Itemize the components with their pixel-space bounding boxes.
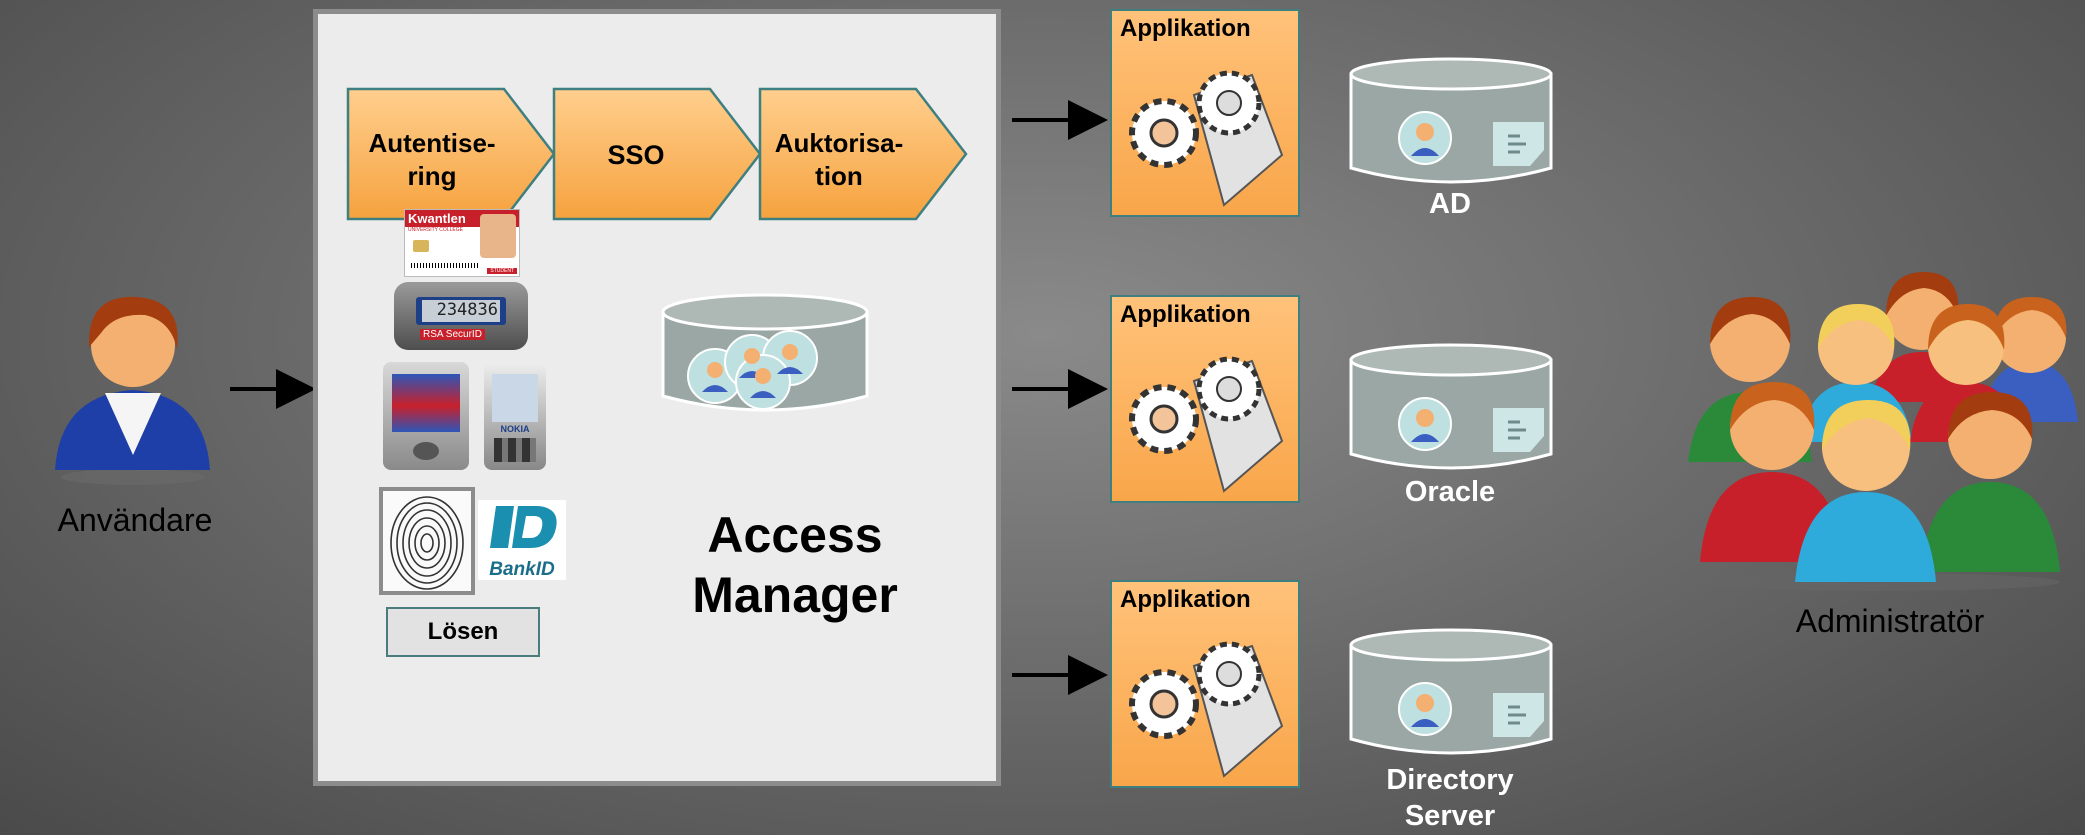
password-button[interactable]: Lösen <box>386 607 540 657</box>
process-steps <box>346 87 968 221</box>
access-manager-database-icon <box>661 293 869 412</box>
application-box-3[interactable]: Applikation <box>1110 580 1300 788</box>
oracle-database-icon <box>1349 343 1553 470</box>
smart-card-icon: Kwantlen UNIVERSITY COLLEGE STUDENT <box>404 209 520 277</box>
user-icon <box>55 296 210 485</box>
step-sso-label: SSO <box>607 140 665 170</box>
step-authorization-label: Auktorisa-tion <box>774 128 904 191</box>
oracle-label: Oracle <box>1404 476 1496 508</box>
step-authorization <box>758 87 968 221</box>
step-authentication <box>346 87 556 221</box>
application-label: Applikation <box>1120 15 1251 42</box>
user-group-badges <box>687 330 818 410</box>
application-label: Applikation <box>1120 301 1251 328</box>
svg-text:BankID: BankID <box>489 559 555 580</box>
application-box-2[interactable]: Applikation <box>1110 295 1300 503</box>
ad-database-icon <box>1349 57 1553 184</box>
gear-document-icon <box>1129 641 1284 778</box>
step-authentication-label: Autentise-ring <box>368 128 496 191</box>
application-box-1[interactable]: Applikation <box>1110 9 1300 217</box>
access-manager-title: Access Manager <box>692 507 898 623</box>
ad-label: AD <box>1429 188 1471 220</box>
rsa-token-icon: 234836 RSA SecurID <box>394 282 528 350</box>
bankid-logo-icon: BankID <box>478 500 566 580</box>
gear-document-icon <box>1129 356 1284 493</box>
mobile-phone-icon: NOKIA <box>484 362 546 470</box>
pda-device-icon <box>383 362 469 470</box>
gear-document-icon <box>1129 70 1284 207</box>
admin-label: Administratör <box>1795 603 1985 639</box>
fingerprint-icon <box>379 487 475 595</box>
step-sso <box>552 87 762 221</box>
directory-server-database-icon <box>1349 628 1553 755</box>
admin-group-icon <box>1688 272 2078 591</box>
user-label: Användare <box>57 502 213 538</box>
application-label: Applikation <box>1120 586 1251 613</box>
